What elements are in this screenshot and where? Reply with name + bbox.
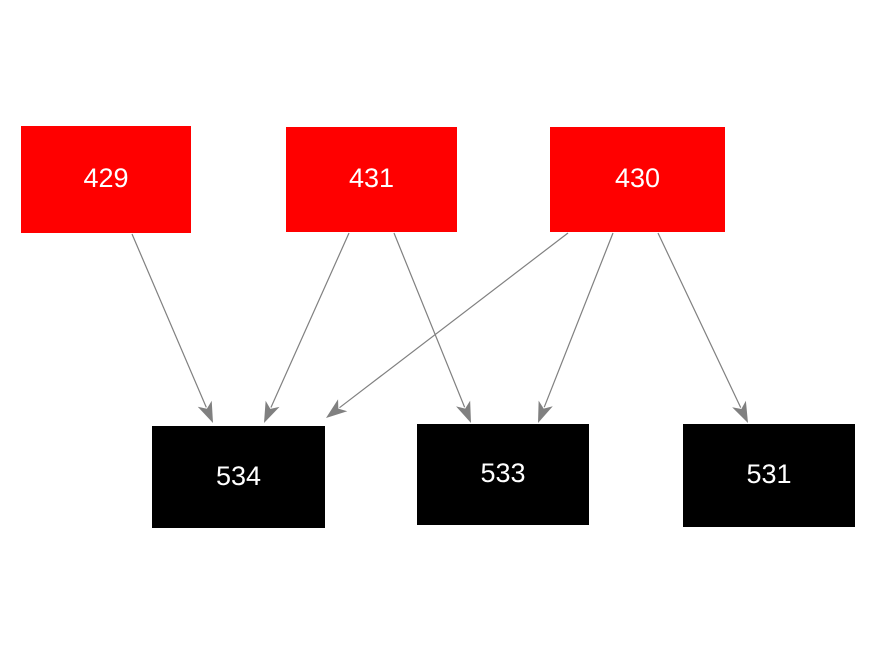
node-label: 534 [215, 460, 262, 491]
edge-arrowhead-430-534 [326, 399, 348, 418]
edge-line-429-534 [131, 233, 207, 408]
node-label: 531 [746, 459, 792, 489]
edge-arrowhead-431-533 [456, 400, 471, 423]
edge-arrowhead-429-534 [197, 400, 213, 423]
edge-line-430-534 [339, 232, 569, 409]
graph-node-430[interactable]: 430 [550, 127, 725, 232]
edge-line-431-534 [270, 232, 350, 408]
node-label: 429 [83, 163, 129, 193]
edge-line-430-533 [543, 232, 614, 408]
graph-node-531[interactable]: 531 [683, 424, 855, 527]
edge-line-431-533 [393, 232, 466, 408]
edge-arrowhead-431-534 [264, 400, 280, 423]
graph-node-534[interactable]: 534 [152, 426, 325, 528]
node-label: 431 [348, 163, 395, 193]
graph-node-429[interactable]: 429 [21, 126, 191, 233]
edge-line-430-531 [657, 232, 742, 408]
edge-arrowhead-430-533 [538, 400, 553, 423]
graph-node-533[interactable]: 533 [417, 424, 589, 525]
node-label: 533 [480, 458, 526, 488]
graph-node-431[interactable]: 431 [286, 127, 457, 232]
edge-arrowhead-430-531 [732, 400, 748, 423]
node-label: 430 [614, 163, 661, 193]
